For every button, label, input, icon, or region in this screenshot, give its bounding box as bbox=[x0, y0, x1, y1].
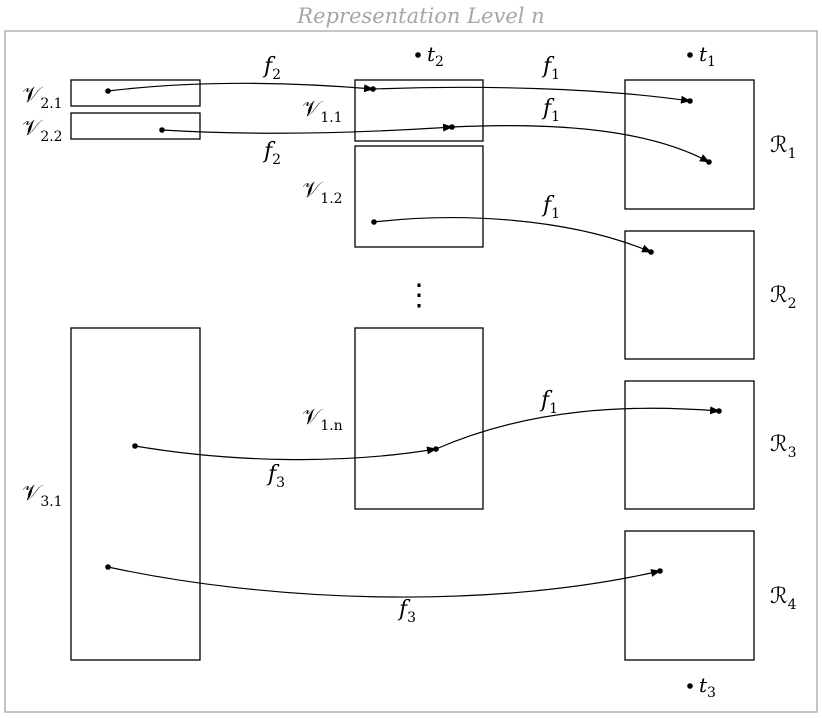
node-dot bbox=[706, 159, 712, 165]
box-v2-2 bbox=[70, 112, 201, 140]
label-r1: ℛ1 bbox=[770, 133, 796, 162]
node-dot bbox=[433, 446, 439, 452]
edge-label-e8: f3 bbox=[397, 597, 416, 626]
label-r3: ℛ3 bbox=[770, 432, 796, 461]
terminal-t2-dot bbox=[415, 52, 421, 58]
edge-label-e1: f2 bbox=[262, 54, 281, 83]
node-dot bbox=[716, 408, 722, 414]
label-r4: ℛ4 bbox=[770, 584, 797, 613]
terminal-t3-label: t3 bbox=[699, 673, 716, 701]
edge-v1-1-to-r1-top bbox=[372, 86, 691, 104]
node-dot bbox=[370, 86, 376, 92]
vertical-ellipsis: ⋮ bbox=[404, 278, 434, 313]
node-dot bbox=[687, 98, 693, 104]
edge-label-e4: f1 bbox=[541, 96, 560, 125]
edge-label-e2: f1 bbox=[541, 54, 560, 83]
box-v3-1 bbox=[70, 327, 201, 661]
label-v3-1: 𝒱3.1 bbox=[22, 481, 63, 510]
edge-label-e5: f1 bbox=[541, 193, 560, 222]
terminal-t1-label: t1 bbox=[699, 42, 716, 70]
node-dot bbox=[132, 443, 138, 449]
label-v1-n: 𝒱1.n bbox=[302, 405, 343, 434]
representation-frame bbox=[4, 30, 818, 713]
node-dot bbox=[371, 219, 377, 225]
node-dot bbox=[105, 88, 111, 94]
box-r2 bbox=[624, 230, 755, 360]
label-v1-2: 𝒱1.2 bbox=[302, 178, 343, 207]
label-v2-2: 𝒱2.2 bbox=[22, 116, 63, 145]
node-dot bbox=[159, 127, 165, 133]
edge-label-e3: f2 bbox=[262, 139, 281, 168]
box-r1 bbox=[624, 79, 755, 210]
box-v1-2 bbox=[354, 145, 484, 248]
edge-label-e6: f3 bbox=[266, 462, 285, 491]
node-dot bbox=[449, 124, 455, 130]
terminal-t3-dot bbox=[687, 683, 693, 689]
box-v1-n bbox=[354, 327, 484, 510]
terminal-t2-label: t2 bbox=[427, 42, 444, 70]
terminal-t1-dot bbox=[687, 52, 693, 58]
edge-v2-1-to-v1-1 bbox=[107, 82, 374, 93]
edge-v3-1-to-v1-n bbox=[134, 445, 437, 461]
node-dot bbox=[648, 249, 654, 255]
box-r3 bbox=[624, 380, 755, 510]
node-dot bbox=[657, 568, 663, 574]
diagram-title: Representation Level n bbox=[296, 4, 544, 28]
edge-v2-2-to-v1-1 bbox=[161, 123, 453, 134]
label-v1-1: 𝒱1.1 bbox=[302, 97, 343, 126]
node-dot bbox=[105, 564, 111, 570]
edge-v1-1-to-r1-bottom bbox=[451, 125, 710, 163]
box-v1-1 bbox=[354, 79, 484, 142]
label-r2: ℛ2 bbox=[770, 283, 796, 312]
box-v2-1 bbox=[70, 79, 201, 107]
edge-label-e7: f1 bbox=[539, 388, 558, 417]
edge-v1-2-to-r2 bbox=[373, 217, 652, 253]
label-v2-1: 𝒱2.1 bbox=[22, 83, 63, 112]
edge-v3-1-to-r4 bbox=[107, 566, 661, 598]
edge-v1-n-to-r3 bbox=[435, 406, 720, 450]
box-r4 bbox=[624, 530, 755, 661]
